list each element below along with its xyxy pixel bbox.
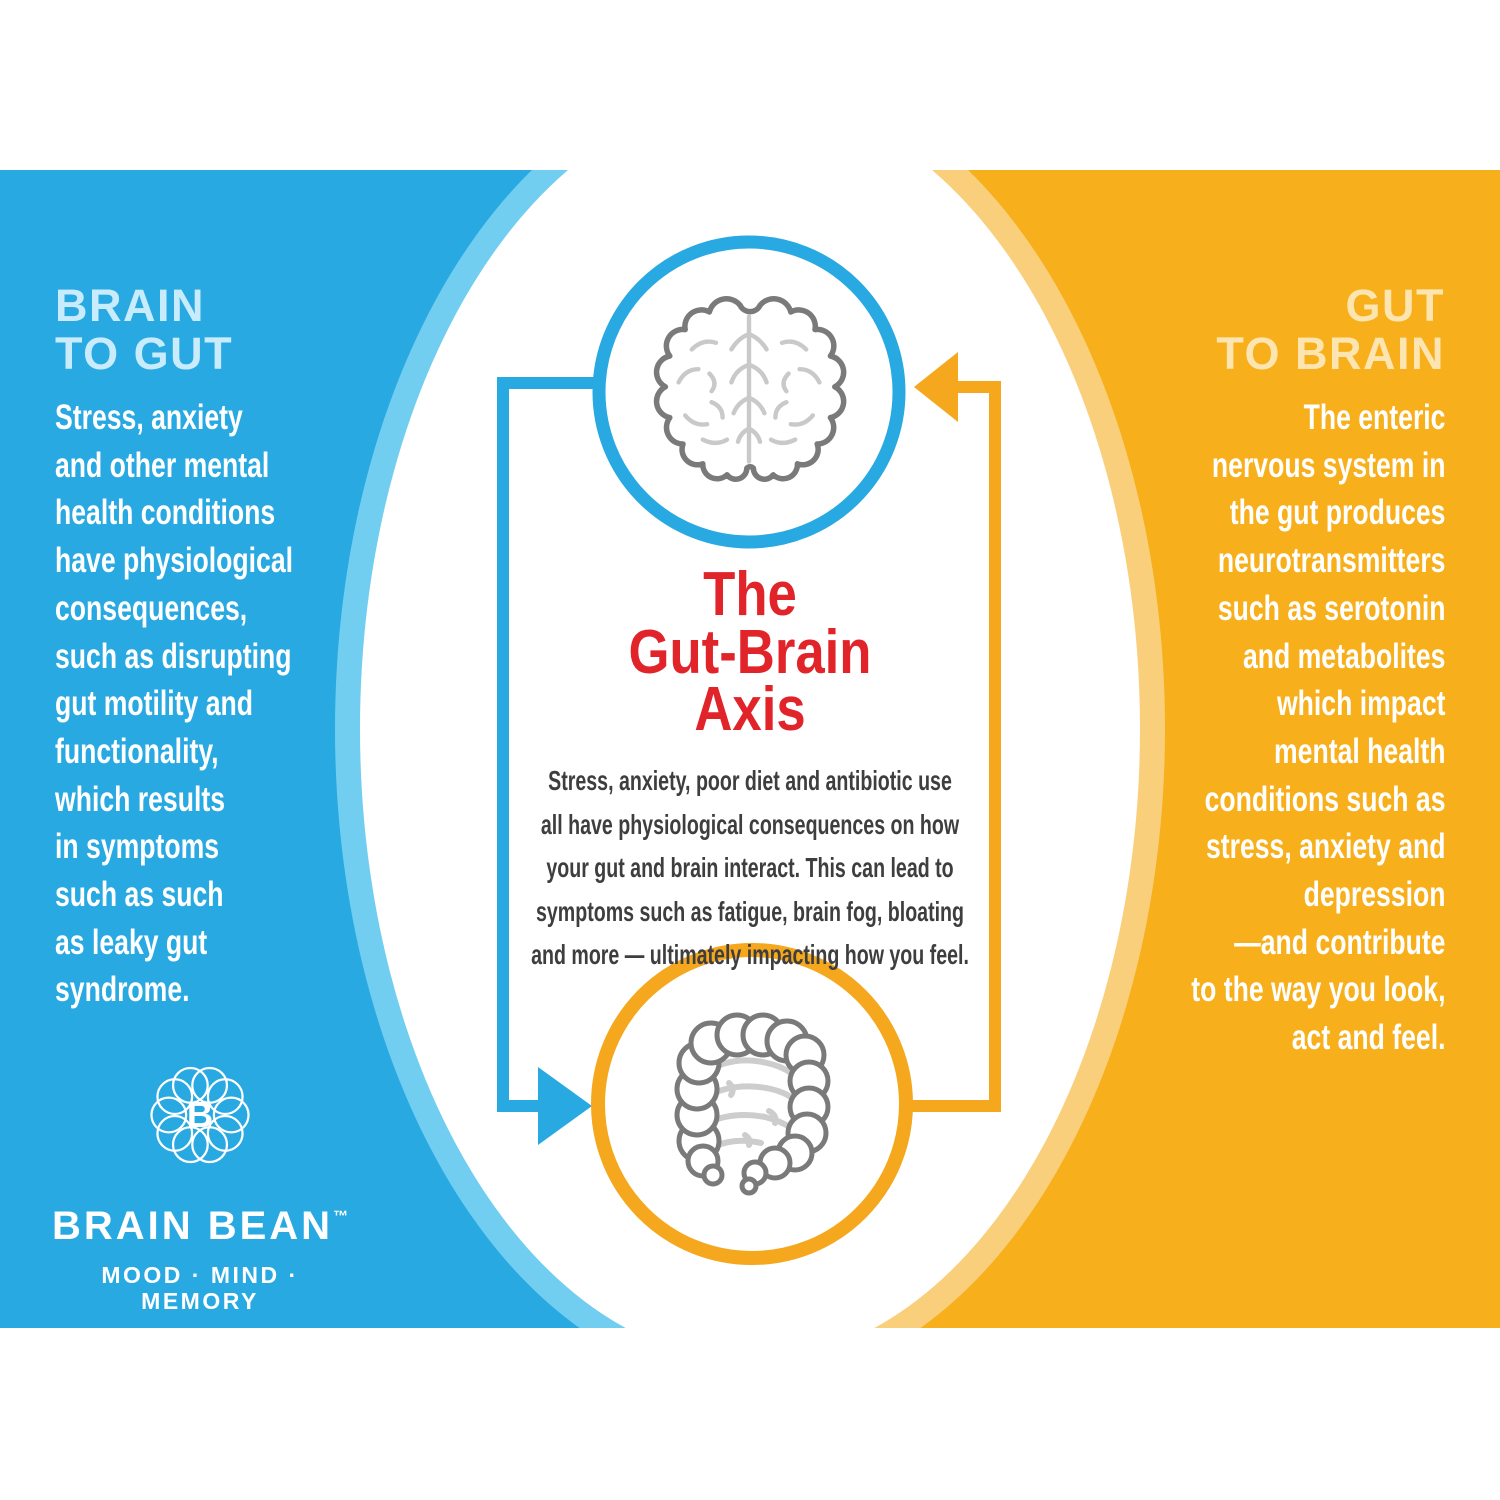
gut-to-brain-text: The enteric nervous system in the gut pr… <box>1190 398 1445 1058</box>
logo-monogram: B <box>187 1094 213 1135</box>
gut-to-brain-heading: GUT TO BRAIN <box>1216 280 1445 379</box>
brand-tagline: MOOD · MIND · MEMORY <box>101 1262 299 1314</box>
brain-to-gut-arrowhead-icon <box>538 1067 592 1145</box>
gut-to-brain-arrowhead-icon <box>914 352 958 422</box>
brain-to-gut-heading: BRAIN TO GUT <box>55 280 234 379</box>
brand-name-text: BRAIN BEAN <box>51 1204 334 1248</box>
brain-icon <box>653 296 847 482</box>
brain-to-gut-connector <box>497 377 602 1112</box>
gut-to-brain-connector <box>906 381 1001 1112</box>
trademark-symbol: ™ <box>333 1208 349 1225</box>
brain-to-gut-text: Stress, anxiety and other mental health … <box>55 398 293 1010</box>
gut-circle <box>591 943 913 1265</box>
brain-bean-badge-icon: B <box>150 1066 250 1164</box>
brand-logo: B BRAIN BEAN™ MOOD · MIND · MEMORY <box>45 1063 355 1314</box>
brand-name: BRAIN BEAN™ <box>45 1195 355 1248</box>
page-title: The Gut-Brain Axis <box>628 560 872 744</box>
axis-description: Stress, anxiety, poor diet and antibioti… <box>531 765 969 970</box>
gut-icon <box>674 1012 831 1196</box>
